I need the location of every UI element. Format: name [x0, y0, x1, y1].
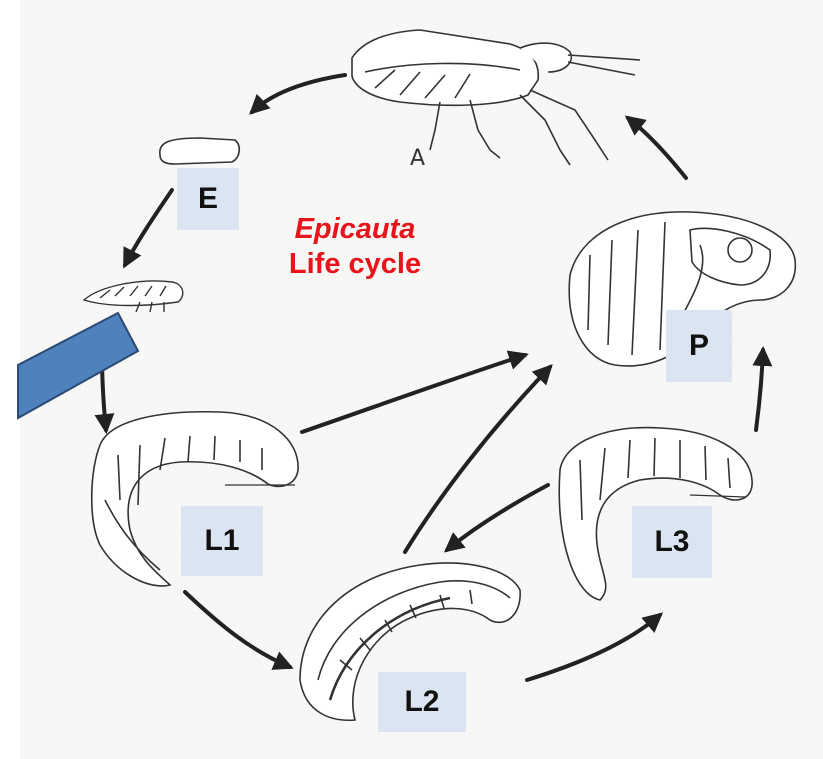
title-subtitle: Life cycle	[255, 247, 455, 282]
stage-label-pupa: P	[666, 310, 732, 382]
egg-illustration	[160, 138, 239, 164]
stage-label-l3: L3	[632, 506, 712, 578]
stage-label-egg: E	[177, 168, 239, 230]
diagram-title: Epicauta Life cycle	[255, 212, 455, 282]
stage-label-l2: L2	[378, 672, 466, 732]
stage-label-l1: L1	[181, 506, 263, 576]
adult-label: A	[410, 146, 425, 171]
title-genus: Epicauta	[255, 212, 455, 247]
